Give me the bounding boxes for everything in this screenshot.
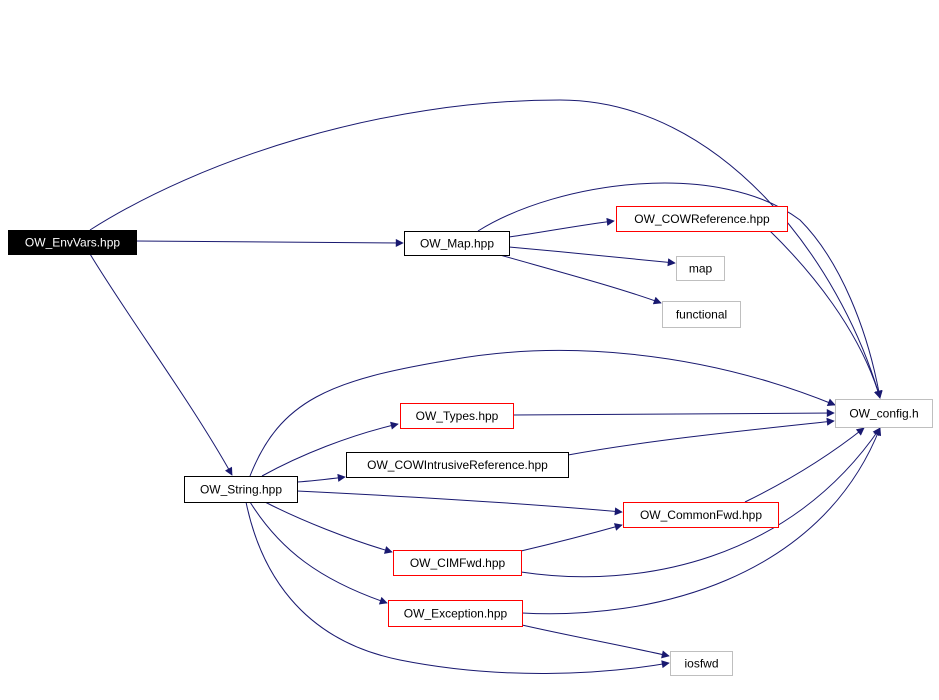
node-config[interactable]: OW_config.h xyxy=(835,399,933,428)
edge-line xyxy=(567,417,835,456)
node-box xyxy=(662,301,741,328)
node-functional[interactable]: functional xyxy=(662,301,741,328)
node-label: OW_Types.hpp xyxy=(416,409,499,423)
edge-line xyxy=(508,246,676,267)
edge-line xyxy=(296,473,346,483)
edge-line xyxy=(261,421,399,477)
node-box xyxy=(346,452,569,478)
node-string[interactable]: OW_String.hpp xyxy=(184,476,298,503)
node-box xyxy=(400,403,514,429)
edge-line xyxy=(245,501,670,675)
edge-commonfwd-config xyxy=(744,427,865,503)
node-map[interactable]: map xyxy=(676,256,725,281)
nodes: OW_EnvVars.hpp OW_Map.hpp OW_COWReference.… xyxy=(8,206,933,676)
node-exception[interactable]: OW_Exception.hpp xyxy=(388,600,523,627)
edge-line xyxy=(264,501,393,554)
node-label: OW_EnvVars.hpp xyxy=(25,236,120,250)
edge-envvars-string xyxy=(89,253,233,476)
node-cimfwd[interactable]: OW_CIMFwd.hpp xyxy=(393,550,522,576)
edge-line xyxy=(296,490,623,516)
edge-map-functional xyxy=(499,254,662,305)
node-label: OW_Map.hpp xyxy=(420,237,494,251)
edges xyxy=(89,99,883,675)
node-box xyxy=(388,600,523,627)
edge-line xyxy=(499,254,662,305)
node-box xyxy=(393,550,522,576)
node-map-hpp[interactable]: OW_Map.hpp xyxy=(404,231,510,256)
edge-types-config xyxy=(512,409,835,418)
edge-line xyxy=(89,99,882,399)
node-label: map xyxy=(689,262,713,276)
node-box xyxy=(404,231,510,256)
node-iosfwd[interactable]: iosfwd xyxy=(670,651,733,676)
edge-string-exception xyxy=(249,501,388,605)
node-label: OW_Exception.hpp xyxy=(404,607,508,621)
node-commonfwd[interactable]: OW_CommonFwd.hpp xyxy=(623,502,779,528)
edge-line xyxy=(508,217,615,238)
node-box xyxy=(8,230,137,255)
node-label: OW_CommonFwd.hpp xyxy=(640,508,762,522)
edge-exception-iosfwd xyxy=(521,624,670,659)
edge-cowref-config xyxy=(769,230,882,399)
edge-line xyxy=(249,350,836,477)
edge-string-cowintr xyxy=(296,473,346,483)
edge-line xyxy=(520,523,623,552)
node-label: OW_COWIntrusiveReference.hpp xyxy=(367,458,548,472)
node-box xyxy=(616,206,788,232)
node-box xyxy=(670,651,733,676)
edge-exception-config xyxy=(521,427,882,615)
node-label: OW_config.h xyxy=(849,407,918,421)
edge-string-iosfwd xyxy=(245,501,670,675)
edge-line xyxy=(512,409,835,418)
edge-string-cimfwd xyxy=(264,501,393,554)
edge-map-map xyxy=(508,246,676,267)
edge-line xyxy=(135,238,404,247)
edge-cowintr-config xyxy=(567,417,835,456)
edge-string-commonfwd xyxy=(296,490,623,516)
node-types[interactable]: OW_Types.hpp xyxy=(400,403,514,429)
edge-map-cowref xyxy=(508,217,615,238)
node-box xyxy=(184,476,298,503)
edge-envvars-config xyxy=(89,99,882,399)
node-label: OW_CIMFwd.hpp xyxy=(410,556,506,570)
node-label: functional xyxy=(676,308,727,322)
node-label: OW_String.hpp xyxy=(200,483,282,497)
edge-string-types xyxy=(261,421,399,477)
edge-cimfwd-commonfwd xyxy=(520,523,623,552)
edge-line xyxy=(521,624,670,659)
node-cowref[interactable]: OW_COWReference.hpp xyxy=(616,206,788,232)
edge-cimfwd-config xyxy=(520,427,881,578)
node-label: OW_COWReference.hpp xyxy=(634,212,770,226)
edge-line xyxy=(89,253,233,476)
node-label: iosfwd xyxy=(684,657,718,671)
edge-line xyxy=(521,427,882,615)
node-envvars[interactable]: OW_EnvVars.hpp xyxy=(8,230,137,255)
node-cowintr[interactable]: OW_COWIntrusiveReference.hpp xyxy=(346,452,569,478)
node-box xyxy=(835,399,933,428)
edge-line xyxy=(249,501,388,605)
node-box xyxy=(623,502,779,528)
edge-line xyxy=(520,427,881,578)
edge-line xyxy=(744,427,865,503)
edge-string-config xyxy=(249,350,836,477)
node-box xyxy=(676,256,725,281)
edge-line xyxy=(769,230,882,399)
edge-envvars-map xyxy=(135,238,404,247)
